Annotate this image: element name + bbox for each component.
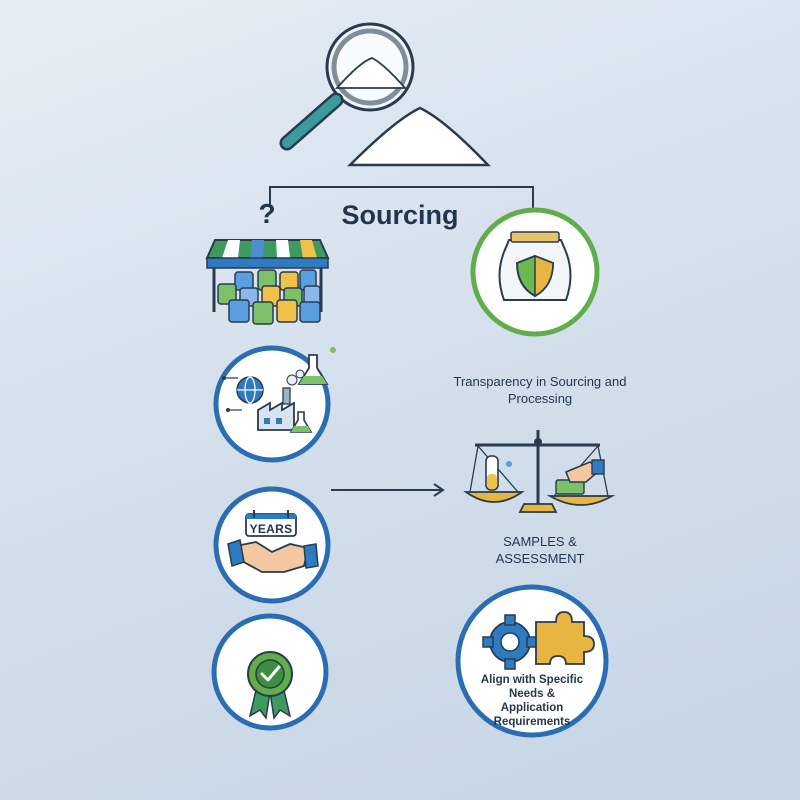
shield-bag-icon (498, 231, 572, 301)
handshake-years-icon (227, 510, 319, 573)
gear-puzzle-icon (482, 611, 595, 670)
years-badge-text: YEARS (249, 522, 293, 536)
question-mark: ? (258, 198, 276, 229)
top-connector (269, 186, 534, 212)
alignment-node (455, 584, 609, 738)
certified-badge-icon (247, 651, 293, 720)
global-factory-node (213, 345, 336, 463)
transparency-node (470, 207, 600, 337)
diagram-title: Sourcing (341, 200, 459, 230)
transparency-label: Transparency in Sourcing and Processing (453, 374, 627, 406)
magnifier-powder-icon (279, 22, 491, 167)
long-term-partnership-node (213, 486, 331, 604)
arrow-to-samples (331, 483, 445, 497)
global-factory-lab-icon (222, 347, 336, 433)
balance-scale-icon (463, 430, 616, 513)
alignment-label: Align with Specific Needs & Application … (480, 674, 584, 728)
samples-label: SAMPLES & ASSESSMENT (495, 534, 585, 566)
market-stall-icon (205, 239, 330, 325)
certification-node (211, 613, 329, 731)
